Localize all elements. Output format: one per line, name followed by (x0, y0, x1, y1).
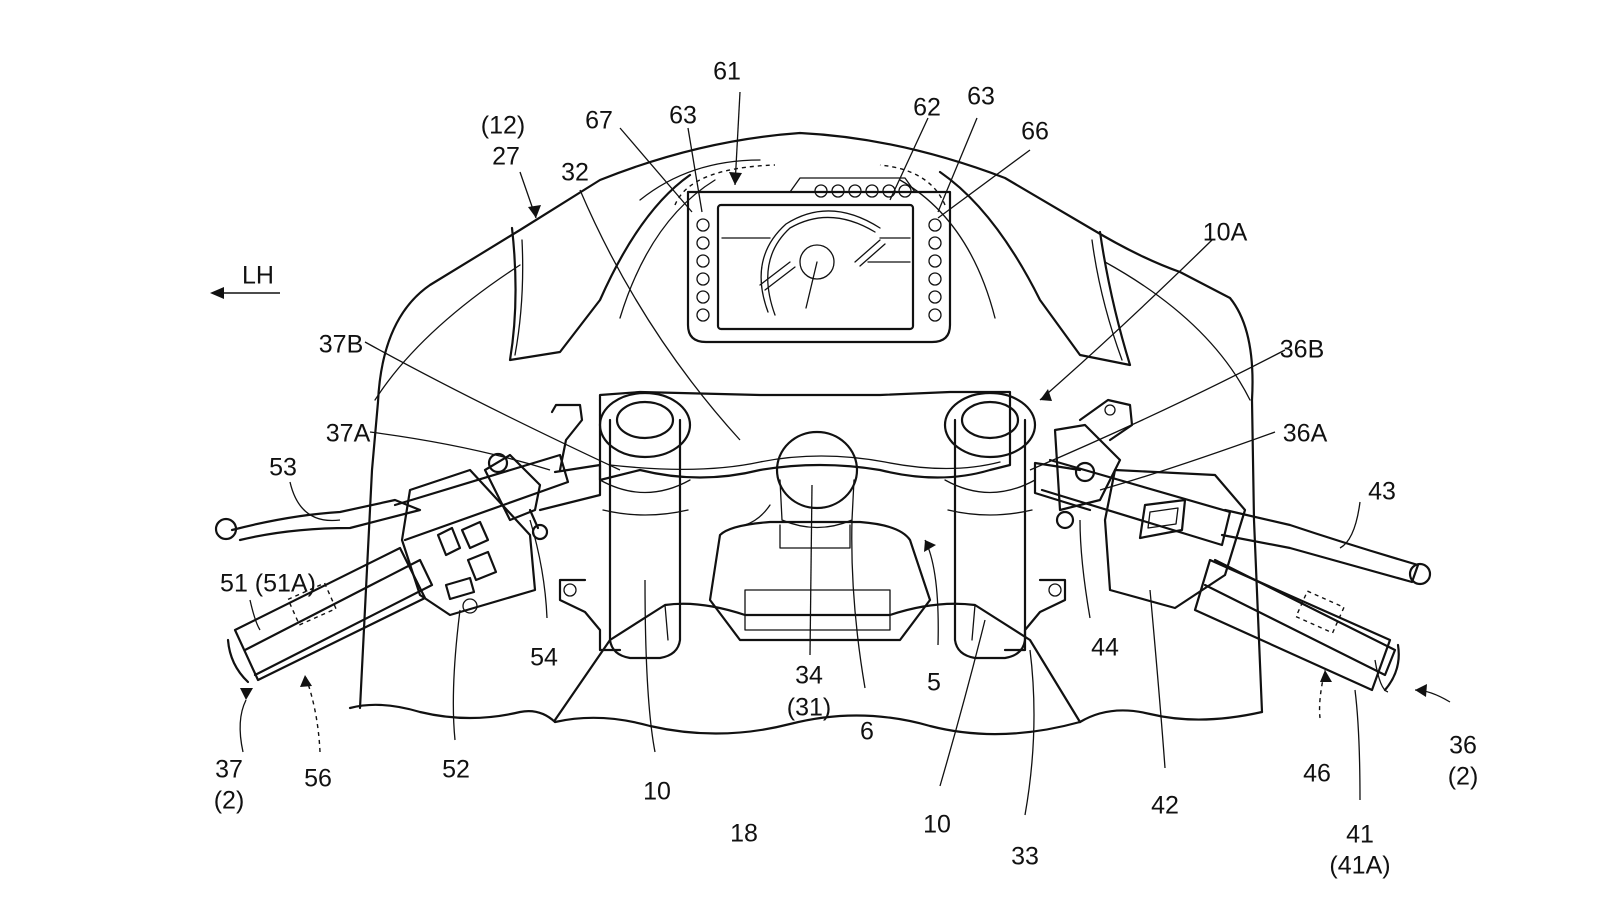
front-cowl (553, 602, 1082, 724)
label-18: 18 (730, 819, 758, 848)
left-grip (226, 546, 427, 684)
left-fork (558, 391, 692, 660)
break-line-right (1078, 709, 1264, 724)
right-indicator-lamps (928, 218, 942, 322)
rev-indicator-lamps (814, 184, 912, 198)
label-43: 43 (1368, 477, 1396, 506)
label-36-sub: (2) (1447, 762, 1479, 791)
label-36: 36 (1449, 731, 1477, 760)
leader-arrowhead-icon (240, 172, 1427, 700)
meter-unit (686, 177, 952, 344)
label-52: 52 (442, 755, 470, 784)
break-line-center (553, 714, 1082, 736)
label-10A: 10A (1202, 218, 1248, 247)
right-fork (943, 391, 1067, 660)
label-33: 33 (1011, 842, 1039, 871)
label-66: 66 (1021, 117, 1049, 146)
left-handlebar (214, 403, 584, 684)
label-41: 41 (1346, 820, 1374, 849)
label-34: 34 (795, 661, 823, 690)
label-10-left: 10 (643, 777, 671, 806)
left-lever-holder (483, 403, 584, 541)
label-62: 62 (913, 93, 941, 122)
direction-arrow-icon (210, 287, 280, 299)
handlebar-bodies (538, 461, 1092, 642)
label-67: 67 (585, 106, 613, 135)
leader-lines (239, 91, 1451, 816)
label-36A: 36A (1282, 419, 1328, 448)
label-27: 27 (492, 142, 520, 171)
label-32: 32 (561, 158, 589, 187)
right-switch-box (1103, 468, 1247, 610)
tachometer-gauge (721, 210, 911, 316)
label-36B: 36B (1279, 335, 1325, 364)
label-31: (31) (786, 693, 832, 722)
label-61: 61 (713, 57, 741, 86)
label-51: 51 (51A) (220, 569, 316, 598)
direction-label: LH (242, 261, 274, 290)
fairing (358, 131, 1264, 714)
label-41A: (41A) (1329, 851, 1391, 880)
label-44: 44 (1091, 633, 1119, 662)
label-63-right: 63 (967, 82, 995, 111)
label-54: 54 (530, 643, 558, 672)
steering-stem-nut (775, 430, 859, 529)
label-10-right: 10 (923, 810, 951, 839)
label-37: 37 (215, 755, 243, 784)
label-6: 6 (860, 717, 874, 746)
label-56: 56 (304, 764, 332, 793)
left-switch-box (400, 468, 537, 617)
break-line-left (348, 703, 557, 724)
left-lever (214, 498, 422, 542)
label-42: 42 (1151, 791, 1179, 820)
label-12: (12) (480, 111, 526, 140)
label-37-sub: (2) (213, 786, 245, 815)
label-37B: 37B (318, 330, 364, 359)
label-63-left: 63 (669, 101, 697, 130)
right-handlebar (1040, 398, 1432, 692)
label-37A: 37A (325, 419, 371, 448)
top-bridge (598, 390, 1012, 482)
label-53: 53 (269, 453, 297, 482)
left-indicator-lamps (696, 218, 710, 322)
right-grip (1193, 558, 1400, 692)
label-46: 46 (1303, 759, 1331, 788)
label-5: 5 (927, 668, 941, 697)
right-lever-holder (1053, 398, 1134, 530)
right-lever (1220, 508, 1432, 586)
